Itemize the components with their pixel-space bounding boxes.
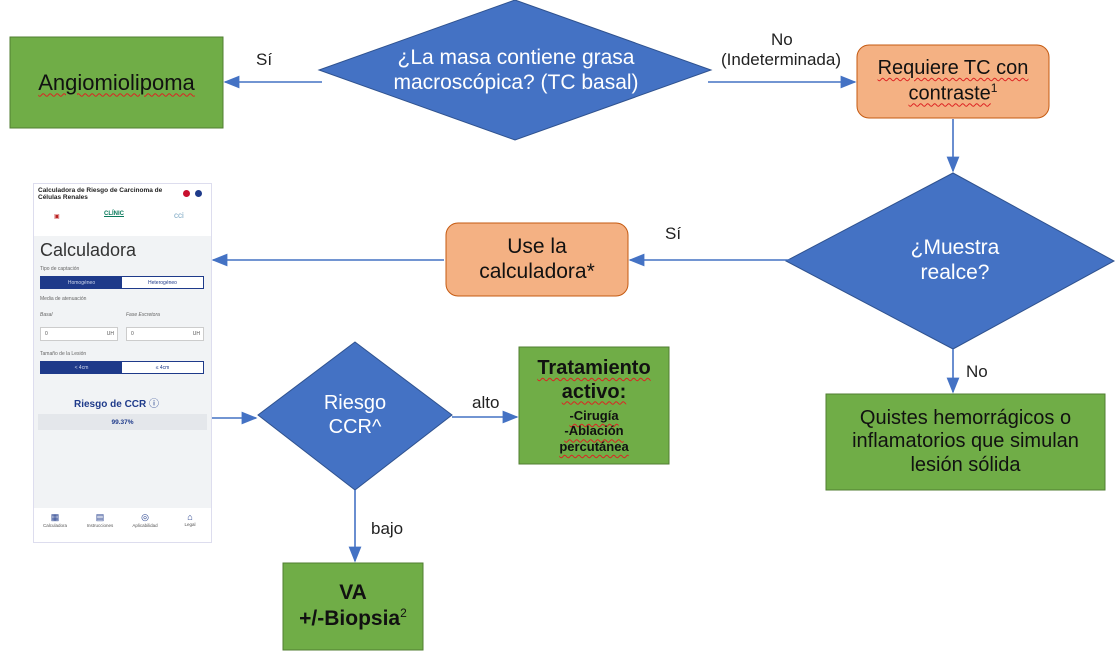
edge-label-no-2: No [966,362,988,381]
tab-calculadora[interactable]: ▦ Calculadora [38,512,72,528]
decision-realce-text: ¿Muestra realce? [880,215,1030,307]
tipo-captacion-toggle[interactable]: Homogéneo Heterogéneo [40,276,204,289]
use-calculadora-text: Use la calculadora* [470,223,604,296]
edge-label-indeterminada: (Indeterminada) [721,50,842,69]
spain-flag-icon [183,190,190,197]
tratamiento-title: Tratamiento activo: [537,356,651,403]
decision-riesgo-label: Riesgo CCR^ [323,392,387,438]
requiere-tc-text: Requiere TC con contraste1 [857,45,1049,118]
tab-legal-label: Legal [184,522,196,527]
decision-fat-diamond [317,0,713,141]
option-gt4[interactable]: ≤ 4cm [122,362,203,373]
basal-label: Basal [40,312,53,318]
legal-icon: ⌂ [187,512,193,522]
app-heading: Calculadora [40,240,137,260]
clinic-logo: CLÍNIC [104,211,124,217]
option-homogeneo[interactable]: Homogéneo [41,277,122,288]
tratamiento-box [518,346,670,465]
va-box [282,562,424,651]
cci-logo: cci [174,211,184,220]
risk-value: 99.37% [111,418,134,426]
applicability-icon: ◎ [141,512,149,522]
tab-instrucciones-label: Instrucciones [86,523,114,528]
tab-calculadora-label: Calculadora [42,523,67,528]
use-calculadora-box [445,222,629,297]
biopsia-footnote: 2 [400,606,407,620]
requiere-tc-box [856,44,1050,119]
quistes-box [825,393,1106,491]
edge-label-alto: alto [472,393,500,412]
tratamiento-item-ablacion: -Ablación percutánea [559,423,629,454]
edge-label-si-2: Sí [665,224,682,243]
tamano-toggle[interactable]: < 4cm ≤ 4cm [40,361,204,374]
quistes-label: Quistes hemorrágicos o inflamatorios que… [852,406,1079,476]
biopsia-label: +/-Biopsia [299,607,401,630]
tratamiento-item-cirugia: -Cirugía [569,408,619,424]
uk-flag-icon [195,190,202,197]
decision-riesgo-text: Riesgo CCR^ [305,385,405,447]
use-calculadora-label: Use la calculadora* [479,234,595,283]
media-atenuacion-label: Media de atenuación [40,296,87,302]
edge-label-si-1: Sí [256,50,273,69]
app-tabbar: ▦ Calculadora ▤ Instrucciones ◎ Aplicabi… [34,508,211,542]
option-heterogeneo[interactable]: Heterogéneo [122,277,203,288]
edge-label-bajo: bajo [371,519,404,538]
excretora-value: 0 [131,331,134,337]
shield-logo-icon: ▣ [54,214,60,220]
tab-instrucciones[interactable]: ▤ Instrucciones [83,512,117,528]
risk-heading: Riesgo de CCR ⓘ [74,395,159,410]
option-lt4[interactable]: < 4cm [41,362,122,373]
decision-fat-label: ¿La masa contiene grasa macroscópica? (T… [393,46,639,94]
instructions-icon: ▤ [95,512,105,522]
tamano-lesion-label: Tamaño de la Lesión [40,351,87,357]
requiere-tc-footnote: 1 [990,80,998,95]
calculator-icon: ▦ [50,512,60,522]
angiomiolipoma-box [9,36,224,129]
quistes-text: Quistes hemorrágicos o inflamatorios que… [826,394,1105,490]
calculator-app-screenshot: Calculadora de Riesgo de Carcinoma de Cé… [33,183,212,543]
basal-unit: UH [106,331,114,337]
risk-label: Riesgo de CCR [74,399,147,410]
angiomiolipoma-text: Angiomiolipoma [10,37,223,128]
tab-legal[interactable]: ⌂ Legal [173,512,207,527]
va-label: VA [339,581,367,605]
basal-value: 0 [45,331,48,337]
info-icon[interactable]: ⓘ [149,399,160,410]
decision-realce-label: ¿Muestra realce? [910,236,1000,284]
tipo-captacion-label: Tipo de captación [40,266,80,272]
requiere-tc-label: Requiere TC con contraste [877,57,1029,105]
excretora-input[interactable]: 0 UH [126,327,204,341]
va-text: VA +/-Biopsia2 [283,563,423,650]
app-title: Calculadora de Riesgo de Carcinoma de Cé… [38,187,163,202]
tab-aplicabilidad[interactable]: ◎ Aplicabilidad [128,512,162,528]
angiomiolipoma-label: Angiomiolipoma [38,69,195,95]
basal-input[interactable]: 0 UH [40,327,118,341]
excretora-unit: UH [192,331,200,337]
edge-label-no-1: No [771,30,793,49]
excretora-label: Fase Excretora [126,312,160,318]
tratamiento-text: Tratamiento activo: -Cirugía -Ablación p… [519,347,669,464]
decision-fat-text: ¿La masa contiene grasa macroscópica? (T… [385,12,647,130]
tab-aplicabilidad-label: Aplicabilidad [132,523,158,528]
app-header: Calculadora de Riesgo de Carcinoma de Cé… [34,184,211,236]
risk-value-box: 99.37% [38,414,207,430]
